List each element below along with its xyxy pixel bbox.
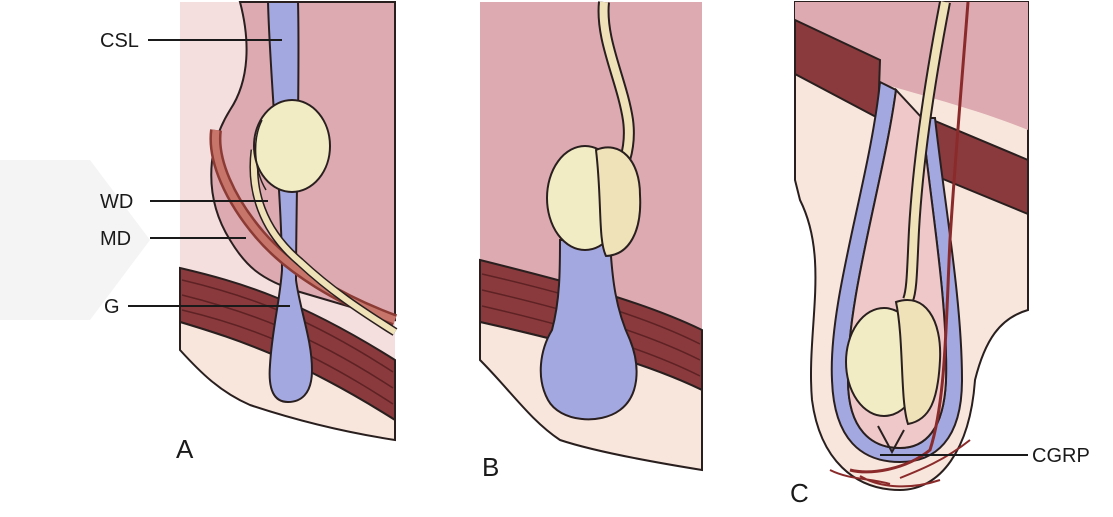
label-md: MD	[100, 228, 131, 250]
panel-label-b: B	[482, 452, 499, 482]
label-g: G	[104, 296, 120, 318]
panel-a	[180, 2, 395, 440]
panel-c	[795, 2, 1028, 490]
panel-a-testis	[254, 100, 330, 192]
panel-label-c: C	[790, 478, 809, 508]
panel-b	[480, 2, 702, 470]
label-csl: CSL	[100, 30, 139, 52]
panel-label-a: A	[176, 434, 194, 464]
label-cgrp: CGRP	[1032, 445, 1090, 467]
label-wd: WD	[100, 191, 133, 213]
